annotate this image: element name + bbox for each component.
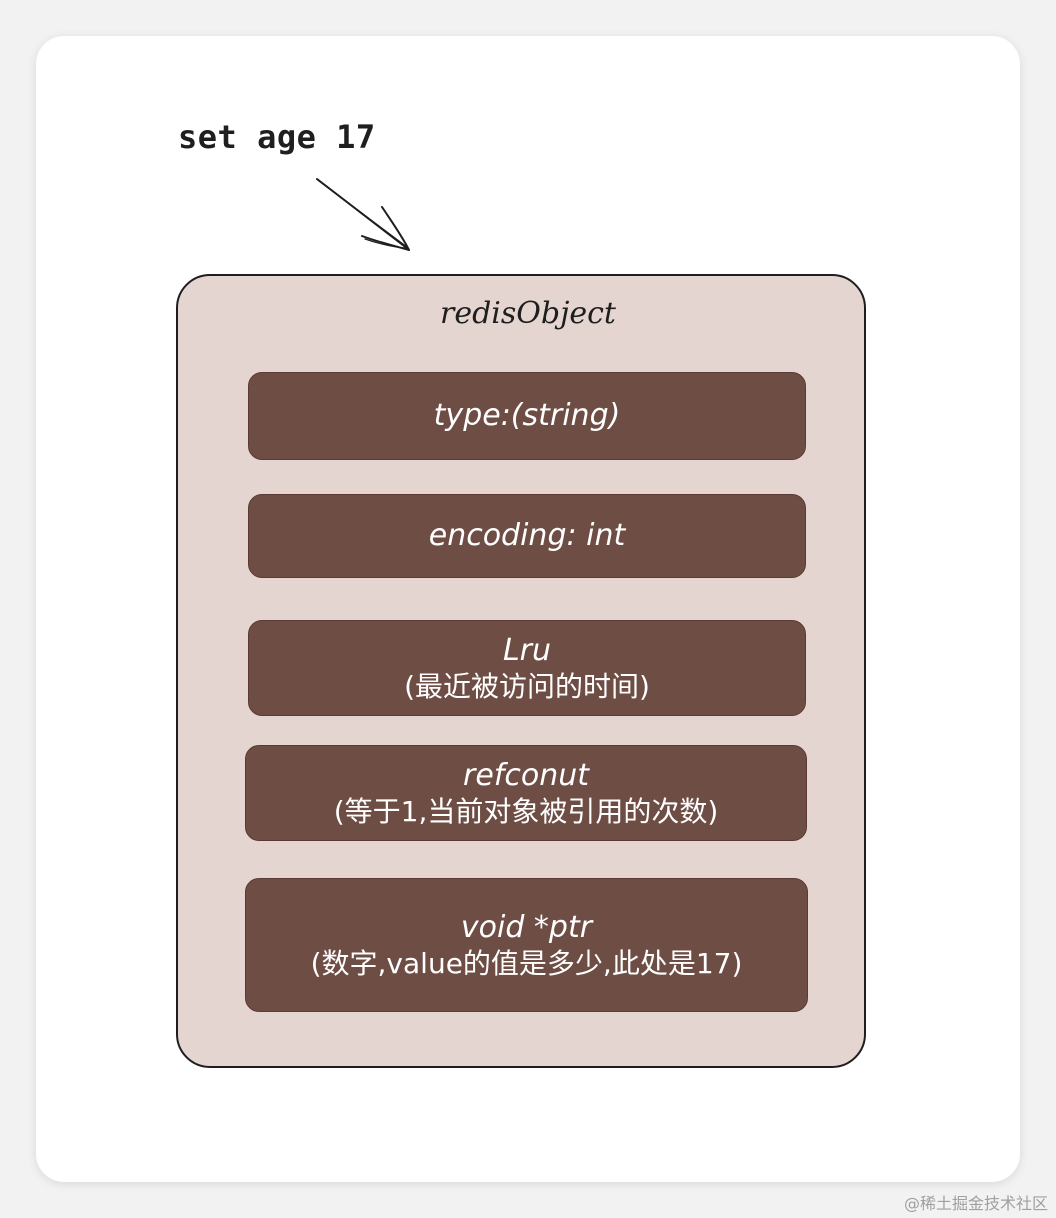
field-encoding: encoding: int xyxy=(248,494,806,578)
command-label: set age 17 xyxy=(178,118,376,156)
field-lru: Lru (最近被访问的时间) xyxy=(248,620,806,716)
field-lru-label: Lru xyxy=(502,632,552,668)
field-refcount-label: refconut xyxy=(463,757,589,793)
field-ptr-description: (数字,value的值是多少,此处是17) xyxy=(310,947,743,981)
field-type: type:(string) xyxy=(248,372,806,460)
arrow-icon xyxy=(316,178,410,251)
field-ptr-label: void *ptr xyxy=(460,909,593,945)
field-ptr: void *ptr (数字,value的值是多少,此处是17) xyxy=(245,878,808,1012)
field-refcount-description: (等于1,当前对象被引用的次数) xyxy=(333,795,719,829)
field-lru-description: (最近被访问的时间) xyxy=(404,670,650,704)
field-type-label: type:(string) xyxy=(433,398,621,434)
redis-object-title: redisObject xyxy=(439,296,616,331)
field-encoding-label: encoding: int xyxy=(428,518,626,554)
watermark: @稀土掘金技术社区 xyxy=(903,1194,1048,1213)
field-refcount: refconut (等于1,当前对象被引用的次数) xyxy=(245,745,807,841)
